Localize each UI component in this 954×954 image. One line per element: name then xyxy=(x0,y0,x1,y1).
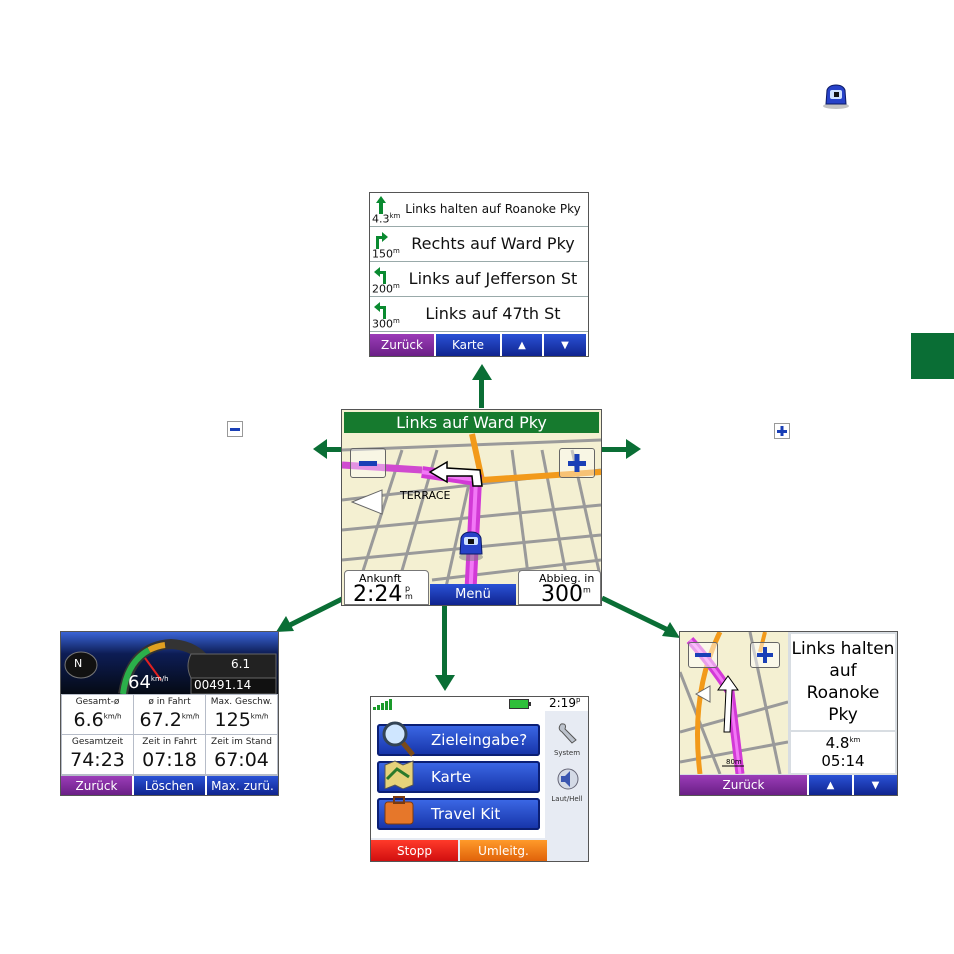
turn-distance: 200m xyxy=(372,282,400,296)
turn-row[interactable]: 4.3km Links halten auf Roanoke Pky xyxy=(370,193,588,227)
battery-icon xyxy=(509,699,531,709)
speed: 64km/h xyxy=(128,672,169,693)
minus-icon xyxy=(359,461,377,466)
turn-distance: 4.3km xyxy=(372,212,401,226)
stat-cell: Zeit im Stand 67:04 xyxy=(206,735,277,774)
stat-cell: Gesamtzeit 74:23 xyxy=(62,735,133,774)
turn-instruction: Links auf 47th St xyxy=(425,304,561,324)
turn-instruction: Rechts auf Ward Pky xyxy=(411,234,575,254)
suitcase-icon xyxy=(384,796,414,825)
scroll-up-button[interactable]: ▲ xyxy=(502,334,542,356)
gauge-panel: N 64km/h 6.1 00491.14 xyxy=(61,632,278,694)
left-turn-arrow-icon xyxy=(374,267,386,284)
car-icon xyxy=(821,82,851,110)
stat-cell: Gesamt-ø 6.6km/h xyxy=(62,695,133,734)
plus-icon xyxy=(757,647,773,663)
stat-cell: Max. Geschw. 125km/h xyxy=(206,695,277,734)
right-turn-arrow-icon xyxy=(376,232,388,249)
arrival-label: Ankunft xyxy=(359,572,402,585)
scroll-up-button[interactable]: ▲ xyxy=(809,775,852,795)
map-screen: TERRACE Links auf Ward Pky Ankunft 2:24 … xyxy=(341,409,602,606)
arrival-value: 2:24 xyxy=(353,582,403,606)
volume-brightness-button[interactable]: Laut/Hell xyxy=(547,767,587,807)
status-bar: 2:19p xyxy=(371,697,588,711)
section-tab xyxy=(911,333,954,379)
back-button[interactable]: Zurück xyxy=(61,776,132,795)
map-icon xyxy=(384,760,414,789)
stop-button[interactable]: Stopp xyxy=(371,840,458,861)
scroll-down-button[interactable]: ▼ xyxy=(544,334,586,356)
instruction-banner[interactable]: Links auf Ward Pky xyxy=(344,412,599,433)
back-button[interactable]: Zurück xyxy=(680,775,807,795)
travel-kit-button[interactable]: Travel Kit xyxy=(377,796,540,830)
turn-distance-field[interactable]: Abbieg. in 300m xyxy=(518,570,601,605)
back-button[interactable]: Zurück xyxy=(370,334,434,356)
turn-list-screen: 4.3km Links halten auf Roanoke Pky 150m … xyxy=(369,192,589,357)
reset-button[interactable]: Löschen xyxy=(134,776,205,795)
turn-info: 4.8km 05:14 xyxy=(791,732,895,773)
clock: 2:19p xyxy=(549,696,581,710)
zoom-in-button[interactable] xyxy=(750,642,780,668)
turn-distance: 4.8km xyxy=(825,734,861,752)
plus-icon xyxy=(568,454,586,472)
zoom-out-button[interactable] xyxy=(350,448,386,478)
trip-computer-screen: N 64km/h 6.1 00491.14 Gesamt-ø 6.6km/h ø… xyxy=(60,631,279,796)
turn-label: Abbieg. in xyxy=(539,572,595,585)
turn-row[interactable]: 300m Links auf 47th St xyxy=(370,298,588,332)
arrow-left xyxy=(313,439,343,459)
arrow-down-left xyxy=(276,596,346,632)
car-icon xyxy=(459,531,483,561)
max-reset-button[interactable]: Max. zurü. xyxy=(207,776,278,795)
scroll-down-button[interactable]: ▼ xyxy=(854,775,897,795)
signal-icon xyxy=(373,699,392,710)
next-turn-screen: 80m Links halten auf Roanoke Pky 4.8km 0… xyxy=(679,631,898,796)
minus-icon xyxy=(227,421,243,437)
arrow-down-right xyxy=(600,596,680,638)
map-button[interactable]: Karte xyxy=(377,760,540,793)
turn-instruction: Links auf Jefferson St xyxy=(408,269,578,289)
scale-label: 80m xyxy=(726,758,742,766)
keep-left-arrow-icon xyxy=(376,196,386,214)
plus-icon xyxy=(774,423,790,439)
turn-value: 300m xyxy=(541,582,591,606)
turn-instruction: Links halten auf Roanoke Pky xyxy=(405,202,581,217)
minus-icon xyxy=(695,653,711,657)
map-button[interactable]: Karte xyxy=(436,334,500,356)
turn-distance: 300m xyxy=(372,317,400,331)
wrench-icon xyxy=(558,723,577,744)
main-menu-screen: 2:19p Zieleingabe? Karte Travel Kit Syst… xyxy=(370,696,589,862)
zoom-out-button[interactable] xyxy=(688,642,718,668)
turn-row[interactable]: 200m Links auf Jefferson St xyxy=(370,263,588,297)
detour-button[interactable]: Umleitg. xyxy=(460,840,547,861)
compass: N xyxy=(74,657,83,670)
zoom-in-button[interactable] xyxy=(559,448,595,478)
arrow-up xyxy=(472,364,492,408)
left-turn-arrow-icon xyxy=(374,302,386,319)
stat-cell: Zeit in Fahrt 07:18 xyxy=(134,735,205,774)
menu-button[interactable]: Menü xyxy=(430,584,516,605)
arrow-right xyxy=(601,439,641,459)
arrow-down xyxy=(435,605,455,691)
odometer: 00491.14 xyxy=(194,678,252,692)
stat-cell: ø in Fahrt 67.2km/h xyxy=(134,695,205,734)
street-label: TERRACE xyxy=(399,489,451,502)
turn-instruction: Links halten auf Roanoke Pky xyxy=(791,634,895,730)
turn-row[interactable]: 150m Rechts auf Ward Pky xyxy=(370,228,588,262)
turn-time: 05:14 xyxy=(821,752,865,770)
turn-distance: 150m xyxy=(372,247,400,261)
speaker-icon xyxy=(557,768,579,790)
magnifier-icon xyxy=(382,721,415,757)
system-button[interactable]: System xyxy=(547,721,587,761)
where-to-button[interactable]: Zieleingabe? xyxy=(377,721,540,757)
trip-distance: 6.1 xyxy=(231,657,251,671)
